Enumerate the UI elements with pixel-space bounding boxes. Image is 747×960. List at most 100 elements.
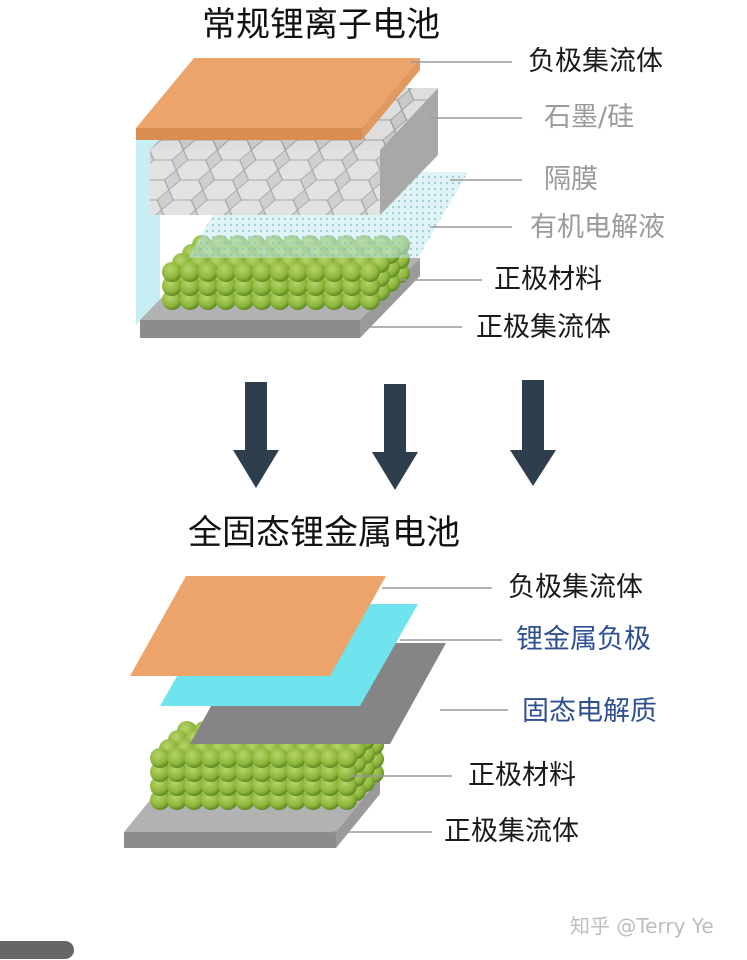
cathode-particle	[252, 276, 272, 296]
cathode-particle	[303, 762, 323, 782]
cathode-particle	[320, 762, 340, 782]
cathode-particle	[218, 748, 238, 768]
bottom-cathode-particles	[150, 721, 384, 810]
cathode-particle	[198, 290, 218, 310]
down-arrow-right-icon	[510, 380, 556, 486]
cathode-particle	[270, 290, 290, 310]
cathode-particle	[235, 790, 255, 810]
cathode-particle	[286, 776, 306, 796]
cathode-particle	[303, 748, 323, 768]
cathode-particle	[288, 290, 308, 310]
cathode-particle	[235, 748, 255, 768]
cathode-particle	[306, 276, 326, 296]
top-label-cathode-material: 正极材料	[494, 264, 602, 295]
cathode-particle	[252, 262, 272, 282]
cathode-particle	[324, 290, 344, 310]
top-battery-title: 常规锂离子电池	[202, 5, 440, 45]
cathode-particle	[337, 762, 357, 782]
cathode-particle	[235, 776, 255, 796]
cathode-particle	[303, 790, 323, 810]
top-anode-collector-plate	[136, 58, 420, 140]
cathode-particle	[306, 290, 326, 310]
cathode-particle	[167, 776, 187, 796]
cathode-particle	[360, 262, 380, 282]
top-label-separator: 隔膜	[544, 164, 598, 195]
cathode-particle	[252, 776, 272, 796]
cathode-particle	[360, 276, 380, 296]
cathode-particle	[167, 790, 187, 810]
cathode-particle	[252, 790, 272, 810]
transition-arrows	[233, 380, 556, 490]
top-leader-lines	[360, 61, 522, 328]
cathode-particle	[360, 290, 380, 310]
cathode-particle	[306, 262, 326, 282]
cathode-particle	[150, 748, 170, 768]
cathode-particle	[167, 762, 187, 782]
cathode-particle	[180, 262, 200, 282]
bottom-label-anode-collector: 负极集流体	[508, 572, 643, 603]
cathode-particle	[288, 276, 308, 296]
top-label-graphite: 石墨/硅	[544, 102, 635, 133]
cathode-particle	[270, 262, 290, 282]
top-label-organic-electrolyte: 有机电解液	[530, 212, 665, 243]
cathode-particle	[342, 262, 362, 282]
cathode-particle	[180, 276, 200, 296]
bottom-label-cathode-material: 正极材料	[468, 760, 576, 791]
cathode-particle	[252, 762, 272, 782]
cathode-particle	[162, 262, 182, 282]
cathode-particle	[201, 762, 221, 782]
cathode-particle	[288, 262, 308, 282]
cathode-particle	[337, 748, 357, 768]
cathode-particle	[324, 262, 344, 282]
cathode-particle	[269, 790, 289, 810]
cathode-particle	[342, 276, 362, 296]
cathode-particle	[324, 276, 344, 296]
cathode-particle	[167, 748, 187, 768]
cathode-particle	[218, 776, 238, 796]
cathode-particle	[286, 748, 306, 768]
cathode-particle	[252, 748, 272, 768]
top-label-cathode-collector: 正极集流体	[476, 312, 611, 343]
cathode-particle	[269, 776, 289, 796]
cathode-particle	[234, 262, 254, 282]
cathode-particle	[198, 262, 218, 282]
cathode-particle	[216, 276, 236, 296]
cathode-particle	[234, 290, 254, 310]
cathode-particle	[269, 748, 289, 768]
cathode-particle	[184, 748, 204, 768]
cathode-particle	[184, 790, 204, 810]
cathode-particle	[337, 776, 357, 796]
cathode-particle	[162, 276, 182, 296]
cathode-particle	[218, 790, 238, 810]
cathode-particle	[150, 776, 170, 796]
cathode-particle	[184, 776, 204, 796]
cathode-particle	[342, 290, 362, 310]
scroll-handle[interactable]	[0, 941, 74, 959]
cathode-particle	[320, 790, 340, 810]
bottom-leader-lines	[332, 587, 508, 833]
bottom-label-solid-electrolyte: 固态电解质	[522, 696, 657, 727]
cathode-particle	[303, 776, 323, 796]
cathode-particle	[234, 276, 254, 296]
cathode-particle	[218, 762, 238, 782]
watermark: 知乎 @Terry Ye	[570, 914, 714, 938]
cathode-particle	[150, 790, 170, 810]
top-battery-stack	[136, 58, 522, 338]
down-arrow-middle-icon	[372, 384, 418, 490]
cathode-particle	[180, 290, 200, 310]
cathode-particle	[216, 290, 236, 310]
bottom-battery-title: 全固态锂金属电池	[188, 513, 460, 553]
cathode-particle	[216, 262, 236, 282]
bottom-battery-stack	[124, 576, 508, 848]
cathode-particle	[252, 290, 272, 310]
cathode-particle	[286, 790, 306, 810]
cathode-particle	[320, 776, 340, 796]
cathode-particle	[184, 762, 204, 782]
cathode-particle	[269, 762, 289, 782]
cathode-particle	[201, 776, 221, 796]
top-label-anode-collector: 负极集流体	[528, 46, 663, 77]
cathode-particle	[198, 276, 218, 296]
cathode-particle	[270, 276, 290, 296]
cathode-particle	[201, 790, 221, 810]
